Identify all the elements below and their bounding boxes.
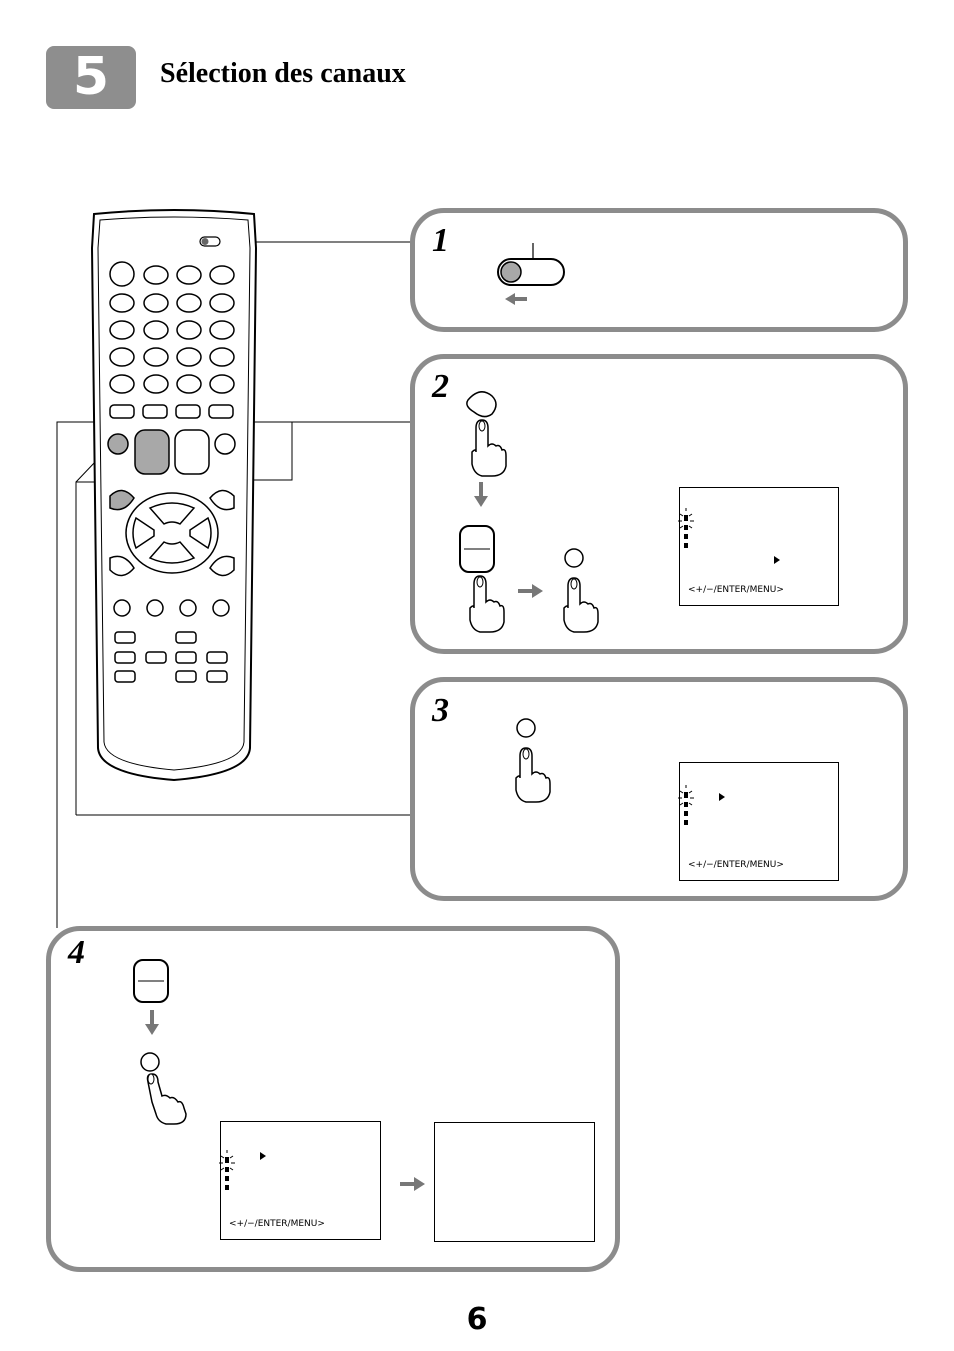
- step-1-number: 1: [432, 222, 449, 259]
- blinking-cursor-icon: [678, 508, 694, 548]
- blinking-cursor-icon: [219, 1150, 235, 1190]
- channel-button-icon: [133, 959, 169, 1003]
- menu-pointer-icon: [260, 1152, 266, 1160]
- channel-button-press-icon: [459, 525, 505, 633]
- down-arrow-icon: [145, 1010, 159, 1035]
- step-3-screen: <+/−/ENTER/MENU>: [678, 762, 839, 881]
- mode-switch-icon: [497, 243, 565, 305]
- blinking-cursor-icon: [678, 785, 694, 825]
- step-2-screen: <+/−/ENTER/MENU>: [678, 487, 839, 606]
- screen-navigation-hint: <+/−/ENTER/MENU>: [229, 1219, 325, 1229]
- section-title: Sélection des canaux: [160, 58, 406, 89]
- enter-button-press-icon: [140, 1052, 187, 1125]
- enter-button-press-icon: [515, 718, 551, 803]
- right-arrow-icon: [518, 584, 543, 598]
- page-number: 6: [466, 1302, 488, 1337]
- step-4-screen-menu: <+/−/ENTER/MENU>: [219, 1121, 381, 1240]
- menu-pointer-icon: [719, 793, 725, 801]
- menu-pointer-icon: [774, 556, 780, 564]
- down-arrow-icon: [474, 482, 488, 507]
- right-arrow-icon: [400, 1177, 425, 1191]
- menu-button-press-icon: [466, 391, 507, 477]
- section-number-badge: 5: [46, 46, 136, 109]
- screen-navigation-hint: <+/−/ENTER/MENU>: [688, 860, 784, 870]
- enter-button-press-icon: [563, 548, 599, 633]
- remote-control-illustration: [90, 209, 258, 782]
- screen-navigation-hint: <+/−/ENTER/MENU>: [688, 585, 784, 595]
- step-3-number: 3: [432, 692, 449, 729]
- step-4-number: 4: [68, 934, 85, 971]
- step-4-screen-blank: [434, 1122, 595, 1242]
- step-1-panel: [410, 208, 908, 332]
- step-2-number: 2: [432, 368, 449, 405]
